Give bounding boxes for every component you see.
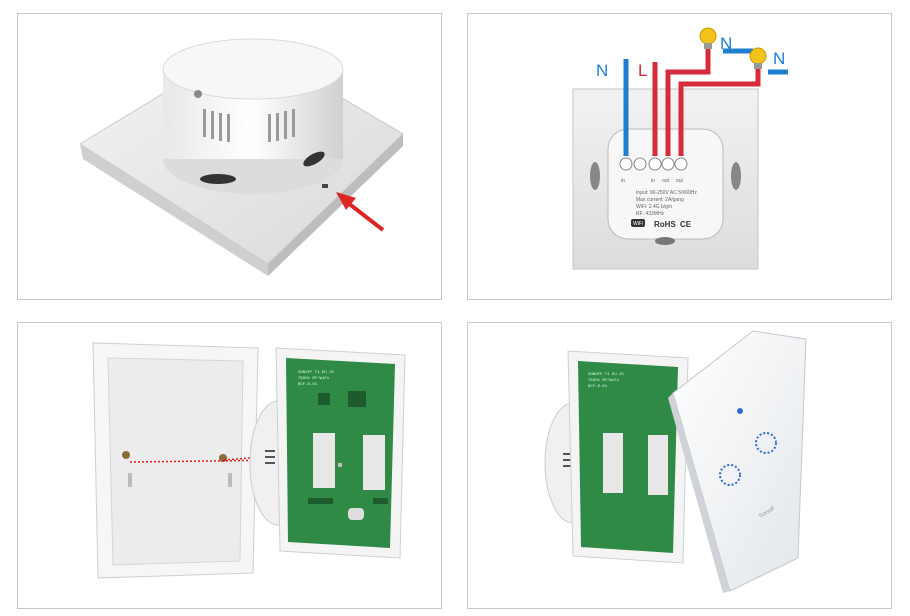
- wifi-indicator-icon: [737, 408, 743, 414]
- svg-text:T5001 RF/WiFi: T5001 RF/WiFi: [298, 376, 330, 381]
- terminal-in-1: in: [621, 178, 625, 184]
- label-n-top: N: [720, 34, 732, 53]
- rohs-label: RoHS: [654, 220, 676, 229]
- light-bulb-icon: [749, 47, 767, 69]
- touch-button-2-icon: [755, 432, 777, 454]
- spec-line-4: RF: 433MHz: [636, 211, 665, 217]
- panel-assembly-front: SONOFF T1 EU 2C T5001 RF/WiFi BCF-D-01 S…: [467, 322, 892, 609]
- svg-text:WiFi: WiFi: [633, 221, 643, 227]
- terminal-out-1: out: [662, 178, 670, 184]
- panel-backbox-pcb: SONOFF T1 EU 2C T5001 RF/WiFi BCF-D-01: [17, 322, 442, 609]
- touch-button-1-icon: [719, 464, 741, 486]
- svg-text:SONOFF T1 EU 2C: SONOFF T1 EU 2C: [298, 371, 335, 375]
- spec-line-1: Input: 90-250V AC 50/60Hz: [636, 190, 697, 196]
- backbox-pcb-illustration: SONOFF T1 EU 2C T5001 RF/WiFi BCF-D-01: [92, 342, 406, 579]
- spec-line-2: Max current: 2A/gang: [636, 197, 684, 203]
- panel-switch-back: [17, 13, 442, 300]
- red-arrow-icon: [336, 192, 385, 232]
- spec-line-3: WiFi: 2.4G b/g/n: [636, 204, 672, 210]
- terminal-out-2: out: [676, 178, 684, 184]
- panel-wiring-diagram: N L N N in in out out Input: 90-250V AC …: [467, 13, 892, 300]
- label-n-left: N: [596, 61, 608, 80]
- assembly-illustration: SONOFF T1 EU 2C T5001 RF/WiFi BCF-D-01 S…: [544, 330, 807, 593]
- svg-text:BCF-D-01: BCF-D-01: [588, 385, 608, 389]
- terminal-in-2: in: [651, 178, 655, 184]
- switch-back-illustration: [79, 38, 404, 276]
- svg-text:T5001 RF/WiFi: T5001 RF/WiFi: [588, 378, 620, 383]
- label-n-right: N: [773, 49, 785, 68]
- svg-text:BCF-D-01: BCF-D-01: [298, 383, 318, 387]
- wifi-badge-icon: [631, 219, 645, 227]
- wiring-diagram: N L N N in in out out Input: 90-250V AC …: [572, 27, 788, 270]
- ce-label: CE: [680, 220, 692, 229]
- label-l: L: [638, 61, 647, 80]
- light-bulb-icon: [699, 27, 717, 49]
- svg-text:SONOFF T1 EU 2C: SONOFF T1 EU 2C: [588, 373, 625, 377]
